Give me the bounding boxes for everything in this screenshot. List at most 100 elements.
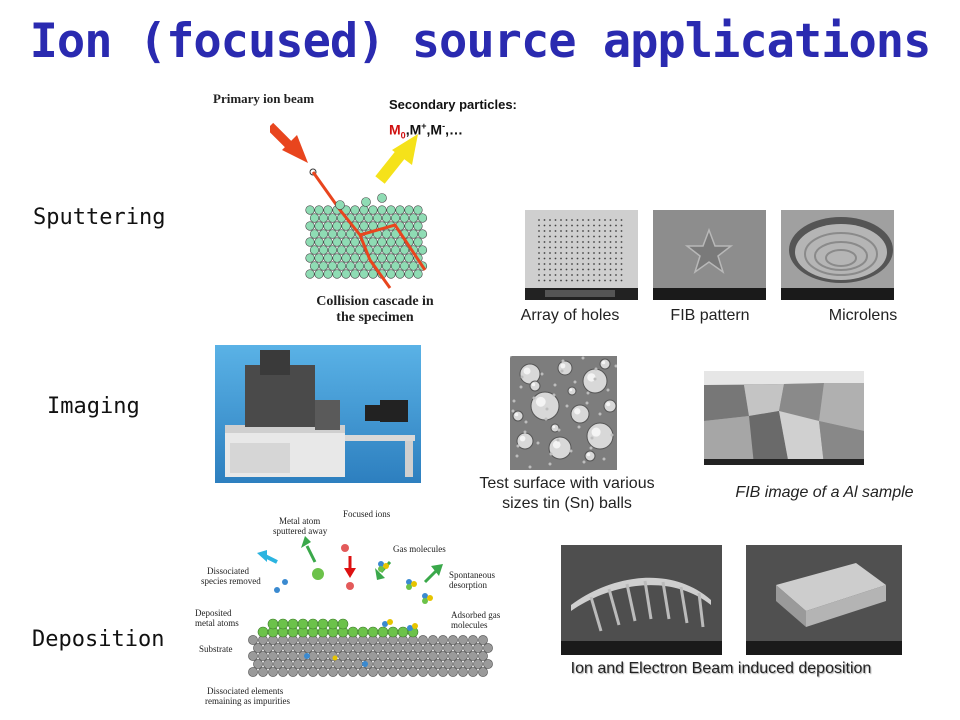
specimen-atom bbox=[314, 221, 324, 231]
specimen-atom bbox=[417, 213, 428, 223]
sputtered-metal-atom bbox=[312, 568, 324, 580]
specimen-atom bbox=[377, 237, 387, 247]
fib-pattern-image bbox=[653, 210, 766, 300]
mminus-label: ,M bbox=[426, 121, 443, 138]
specimen-atom bbox=[345, 245, 356, 255]
specimen-atom bbox=[309, 213, 320, 223]
section-label-deposition: Deposition bbox=[32, 627, 165, 652]
specimen-atom bbox=[350, 253, 360, 263]
orion-microscope-photo bbox=[215, 345, 421, 483]
secondary-particles-arrow bbox=[375, 134, 418, 184]
deposited-label-1: Deposited bbox=[195, 608, 232, 618]
specimen-atom bbox=[332, 253, 342, 263]
plus-sup: + bbox=[421, 121, 427, 131]
specimen-atom bbox=[404, 205, 414, 215]
specimen-atoms bbox=[305, 205, 428, 279]
specimen-atom bbox=[417, 245, 428, 255]
specimen-atom bbox=[350, 269, 360, 279]
microlens-image bbox=[781, 210, 894, 300]
specimen-atom bbox=[336, 245, 347, 255]
m0-label: M bbox=[389, 121, 401, 138]
specimen-atom bbox=[390, 245, 401, 255]
specimen-atom bbox=[332, 269, 342, 279]
gas-molecule bbox=[422, 593, 433, 604]
specimen-atom bbox=[413, 205, 423, 215]
secondary-particles-label: Secondary particles: bbox=[389, 97, 517, 112]
specimen-atom bbox=[318, 261, 329, 271]
specimen-atom bbox=[345, 229, 356, 239]
ion-deposition-image bbox=[561, 545, 722, 655]
substrate-atoms bbox=[248, 635, 493, 677]
holes-caption: Array of holes bbox=[520, 307, 620, 324]
specimen-atom bbox=[408, 229, 419, 239]
specimen-atom bbox=[305, 221, 315, 231]
desorption-arrow bbox=[423, 564, 443, 584]
mplus-label: ,M bbox=[405, 121, 422, 138]
specimen-atom bbox=[381, 229, 392, 239]
specimen-atom bbox=[309, 229, 320, 239]
specimen-atom bbox=[377, 205, 387, 215]
specimen-atom bbox=[408, 261, 419, 271]
specimen-atom bbox=[413, 237, 423, 247]
sputtered-atom bbox=[335, 200, 345, 210]
specimen-atom bbox=[341, 237, 351, 247]
specimen-atom bbox=[327, 213, 338, 223]
section-label-sputtering: Sputtering bbox=[33, 205, 166, 230]
microlens-caption: Microlens bbox=[828, 307, 898, 324]
specimen-atom bbox=[332, 237, 342, 247]
impurities-label-2: remaining as impurities bbox=[205, 696, 290, 706]
minus-sup: - bbox=[442, 121, 446, 131]
specimen-atom bbox=[354, 261, 365, 271]
primary-beam-label: Primary ion beam bbox=[213, 91, 315, 106]
focused-ion bbox=[341, 544, 349, 552]
specimen-atom bbox=[395, 269, 405, 279]
specimen-atom bbox=[318, 213, 329, 223]
page-title: Ion (focused) source applications bbox=[29, 14, 932, 69]
specimen-atom bbox=[323, 205, 333, 215]
cascade-branch bbox=[359, 223, 427, 271]
specimen-atom bbox=[336, 229, 347, 239]
specimen-atom bbox=[327, 261, 338, 271]
gas-molecule bbox=[406, 579, 417, 590]
metal-atom-label-2: sputtered away bbox=[273, 526, 328, 536]
specimen-atom bbox=[318, 229, 329, 239]
specimen-atom bbox=[395, 237, 405, 247]
focused-ions-label: Focused ions bbox=[343, 509, 391, 519]
specimen-atom bbox=[305, 205, 315, 215]
adsorbed-label-2: molecules bbox=[451, 620, 488, 630]
sputtered-away-arrow bbox=[301, 536, 317, 563]
spontaneous-label-2: desorption bbox=[449, 580, 487, 590]
specimen-atom bbox=[323, 253, 333, 263]
section-label-imaging: Imaging bbox=[47, 394, 140, 419]
deposition-caption: Ion and Electron Beam induced deposition bbox=[570, 660, 872, 677]
specimen-atom bbox=[408, 213, 419, 223]
specimen-atom bbox=[368, 237, 378, 247]
specimen-atom bbox=[314, 237, 324, 247]
tin-caption-line1: Test surface with various bbox=[479, 475, 655, 492]
specimen-atom bbox=[368, 205, 378, 215]
specimen-atom bbox=[395, 205, 405, 215]
m0-subscript: 0 bbox=[400, 130, 406, 141]
deposited-metal-atoms bbox=[257, 618, 419, 638]
specimen-atom bbox=[381, 261, 392, 271]
specimen-atom bbox=[309, 245, 320, 255]
specimen-atom bbox=[318, 245, 329, 255]
tin-caption: Test surface with various sizes tin (Sn)… bbox=[462, 474, 672, 514]
specimen-atom bbox=[386, 253, 396, 263]
adsorbed-label-1: Adsorbed gas bbox=[451, 610, 501, 620]
specimen-atom bbox=[359, 205, 369, 215]
al-sample-image bbox=[704, 371, 864, 465]
specimen-atom bbox=[395, 253, 405, 263]
specimen-atom bbox=[390, 261, 401, 271]
specimen-atom bbox=[323, 221, 333, 231]
gas-molecule bbox=[378, 561, 389, 572]
sputtering-diagram bbox=[270, 122, 428, 289]
focused-ion bbox=[346, 582, 354, 590]
specimen-atom bbox=[327, 229, 338, 239]
specimen-atom bbox=[350, 205, 360, 215]
specimen-atom bbox=[314, 253, 324, 263]
specimen-atom bbox=[404, 253, 414, 263]
specimen-atom bbox=[404, 269, 414, 279]
specimen-atom bbox=[399, 261, 410, 271]
specimen-atom bbox=[341, 269, 351, 279]
